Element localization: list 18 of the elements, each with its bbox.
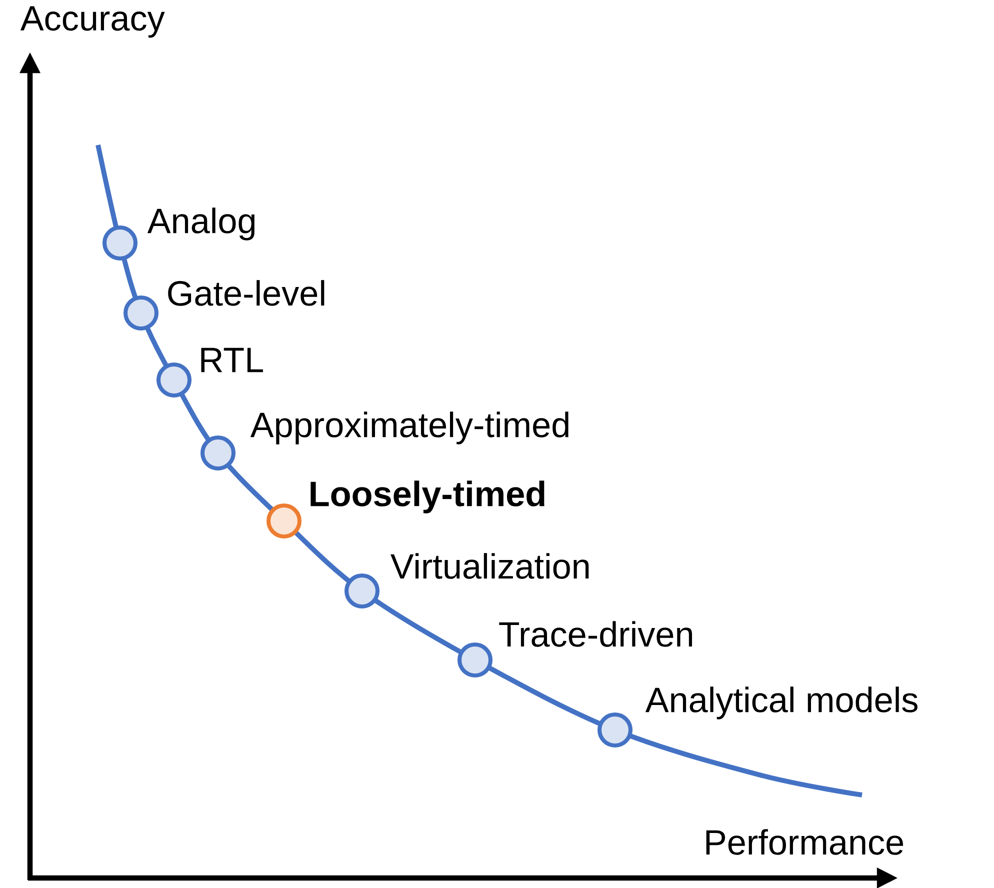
axis-label: Accuracy bbox=[20, 6, 165, 38]
axis-label: Performance bbox=[706, 829, 904, 855]
point-marker bbox=[102, 225, 138, 260]
point-marker bbox=[457, 642, 493, 678]
point-label: Analog bbox=[147, 208, 254, 240]
point-marker bbox=[266, 503, 302, 538]
point-marker bbox=[200, 435, 236, 470]
point-label: RTL bbox=[201, 348, 263, 372]
point-label: Approximately-timed bbox=[250, 412, 568, 444]
point-label: Trace-driven bbox=[499, 621, 692, 647]
point-label: Loosely-timed bbox=[310, 480, 544, 514]
point-label: Virtualization bbox=[390, 553, 589, 579]
point-marker bbox=[156, 362, 192, 398]
point-marker bbox=[123, 295, 159, 330]
point-marker bbox=[597, 712, 633, 748]
point-label: Analytical models bbox=[645, 686, 918, 720]
point-label: Gate-level bbox=[168, 280, 324, 306]
point-marker bbox=[344, 573, 380, 608]
